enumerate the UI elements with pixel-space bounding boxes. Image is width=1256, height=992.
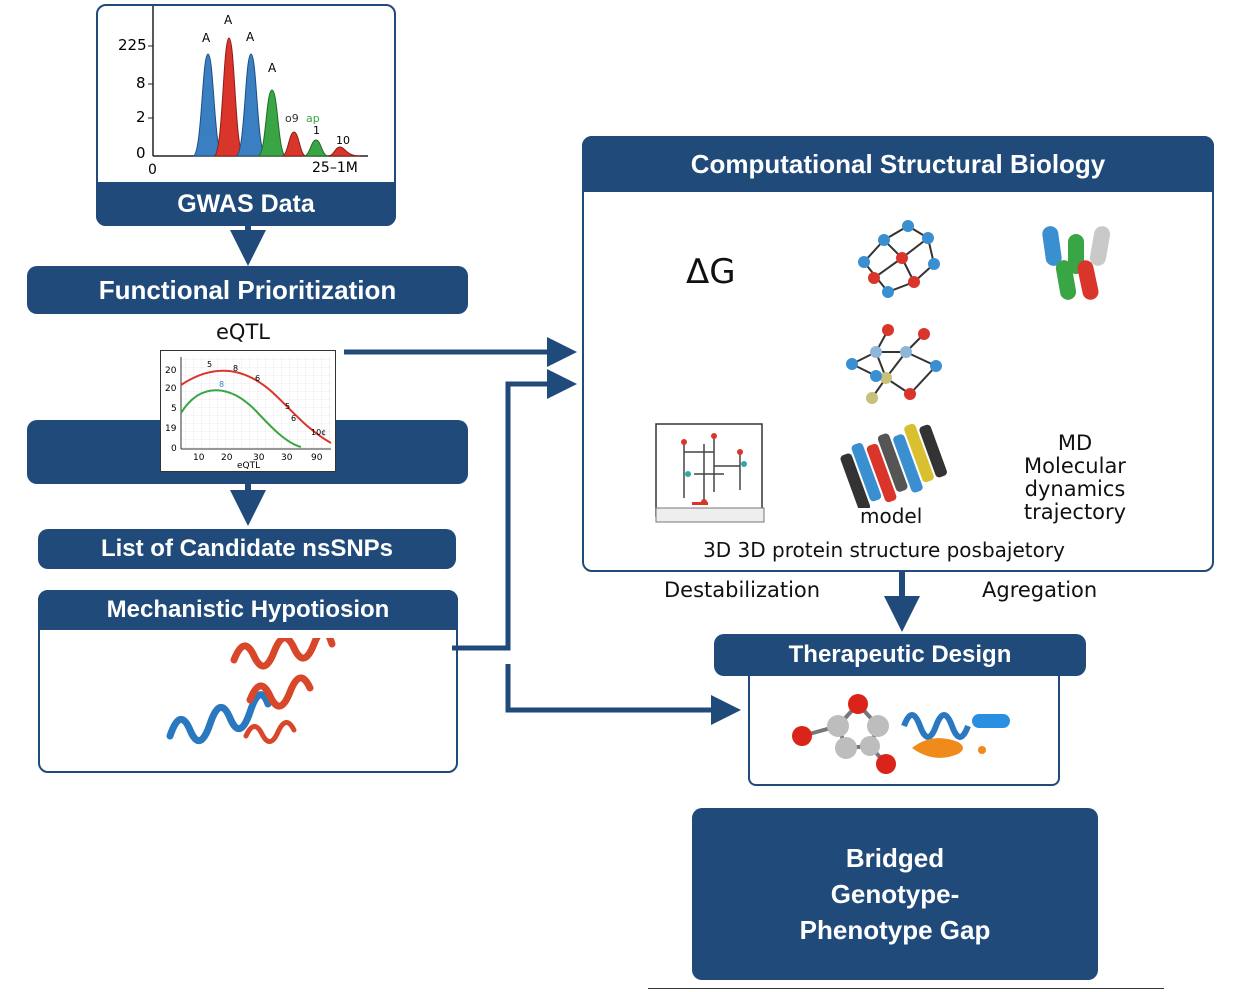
eqtl-ytick: 0 xyxy=(171,444,177,454)
eqtl-xtick: 90 xyxy=(311,453,323,463)
arrow-mechanistic-to-therapeutic xyxy=(505,664,741,725)
eqtl-xtick: 20 xyxy=(221,453,233,463)
bridged-gap-box: Bridged Genotype- Phenotype Gap xyxy=(692,808,1098,980)
aggregation-label: Agregation xyxy=(982,578,1098,602)
csb-title-box: Computational Structural Biology xyxy=(582,136,1214,192)
eqtl-point-label: 6 xyxy=(291,414,296,423)
md-simulation-box-icon xyxy=(655,423,765,523)
bridged-line: Phenotype Gap xyxy=(799,915,991,945)
eqtl-point-label: 5 xyxy=(285,402,290,411)
csb-caption: 3D 3D protein structure posbajetory xyxy=(703,538,1065,562)
gwas-peak xyxy=(213,37,245,157)
gwas-peak xyxy=(303,139,329,157)
delta-g-label: ΔG xyxy=(686,252,736,292)
arrow-mechanistic-to-csb xyxy=(452,369,577,651)
eqtl-ytick: 5 xyxy=(171,404,177,414)
md-line: dynamics xyxy=(1024,477,1126,501)
eqtl-point-label: 8 xyxy=(233,364,238,373)
gwas-ytick: 2 xyxy=(136,108,146,126)
eqtl-point-label: 6 xyxy=(255,374,260,383)
gwas-peak-label: A xyxy=(268,61,277,75)
gwas-ytick: 8 xyxy=(136,74,146,92)
bridged-line: Bridged xyxy=(845,843,945,873)
md-trajectory-label: MD Molecular dynamics trajectory xyxy=(1000,432,1150,524)
gwas-ytick: 225 xyxy=(118,36,147,54)
helix-bundle-icon xyxy=(1042,226,1111,300)
ligand-network-icon xyxy=(846,324,942,404)
eqtl-ytick: 20 xyxy=(165,366,177,376)
protein-model-icon xyxy=(840,424,947,508)
gwas-peak-label: ap xyxy=(306,112,320,125)
gwas-peak-label: A xyxy=(246,30,255,44)
eqtl-xtick: 30 xyxy=(281,453,293,463)
functional-prioritization-box: Functional Prioritization xyxy=(27,266,468,314)
gwas-peak xyxy=(192,53,224,157)
candidate-nssnps-title: List of Candidate nsSNPs xyxy=(100,535,394,562)
mechanistic-title-box: Mechanistic Hypotiosion xyxy=(38,590,458,630)
eqtl-xtick: 30 xyxy=(253,453,265,463)
gwas-title-text: GWAS Data xyxy=(177,189,315,218)
eqtl-chart-svg: 20 20 5 19 0 10 20 30 30 90 eQTL 5 8 8 6… xyxy=(165,357,332,471)
eqtl-point-label: 10¢ xyxy=(311,428,326,437)
eqtl-xlabel: eQTL xyxy=(237,461,260,471)
gwas-peak-label: 10 xyxy=(336,134,350,147)
csb-title: Computational Structural Biology xyxy=(690,148,1106,179)
candidate-nssnps-box: List of Candidate nsSNPs xyxy=(38,529,456,569)
gwas-peak-label: A xyxy=(202,31,211,45)
gwas-peak-label: o9 xyxy=(285,112,299,125)
functional-prioritization-title: Functional Prioritization xyxy=(98,274,397,305)
md-line: trajectory xyxy=(1023,500,1127,524)
eqtl-plot: 20 20 5 19 0 10 20 30 30 90 eQTL 5 8 8 6… xyxy=(160,350,336,472)
eqtl-point-label: 5 xyxy=(207,360,212,369)
eqtl-point-label: 8 xyxy=(219,380,224,389)
gwas-ytick: 0 xyxy=(136,144,146,162)
eqtl-ytick: 19 xyxy=(165,424,177,434)
gwas-peak-label: 1 xyxy=(313,124,320,137)
gwas-title: GWAS Data xyxy=(96,182,396,226)
protein-helix-illustration xyxy=(166,638,336,744)
gwas-peak-label: A xyxy=(224,13,233,27)
molecular-network-icon xyxy=(858,220,940,298)
eqtl-ytick: 20 xyxy=(165,384,177,394)
gwas-xtick: 25–1M xyxy=(312,160,358,176)
therapeutic-title: Therapeutic Design xyxy=(788,641,1012,668)
gwas-manhattan-plot: 225 8 2 0 0 25–1M A A A A o9 ap 1 10 xyxy=(118,6,368,178)
md-line: Molecular xyxy=(1024,454,1126,478)
eqtl-xtick: 10 xyxy=(193,453,205,463)
therapeutic-title-box: Therapeutic Design xyxy=(714,634,1086,676)
gwas-peak xyxy=(235,53,267,157)
drug-molecule-icon xyxy=(792,694,1010,774)
eqtl-red-curve xyxy=(180,369,332,444)
mechanistic-title: Mechanistic Hypotiosion xyxy=(106,596,390,623)
gwas-peak xyxy=(281,131,307,157)
destabilization-label: Destabilization xyxy=(664,578,821,602)
bridged-line: Genotype- xyxy=(830,879,960,909)
model-label: model xyxy=(860,504,923,528)
md-line: MD xyxy=(1057,431,1093,455)
bottom-rule xyxy=(648,988,1164,989)
gwas-peak xyxy=(327,146,361,157)
eqtl-label: eQTL xyxy=(216,320,270,344)
gwas-xtick: 0 xyxy=(148,162,157,178)
gwas-peak xyxy=(257,89,287,157)
eqtl-green-curve xyxy=(180,389,302,448)
